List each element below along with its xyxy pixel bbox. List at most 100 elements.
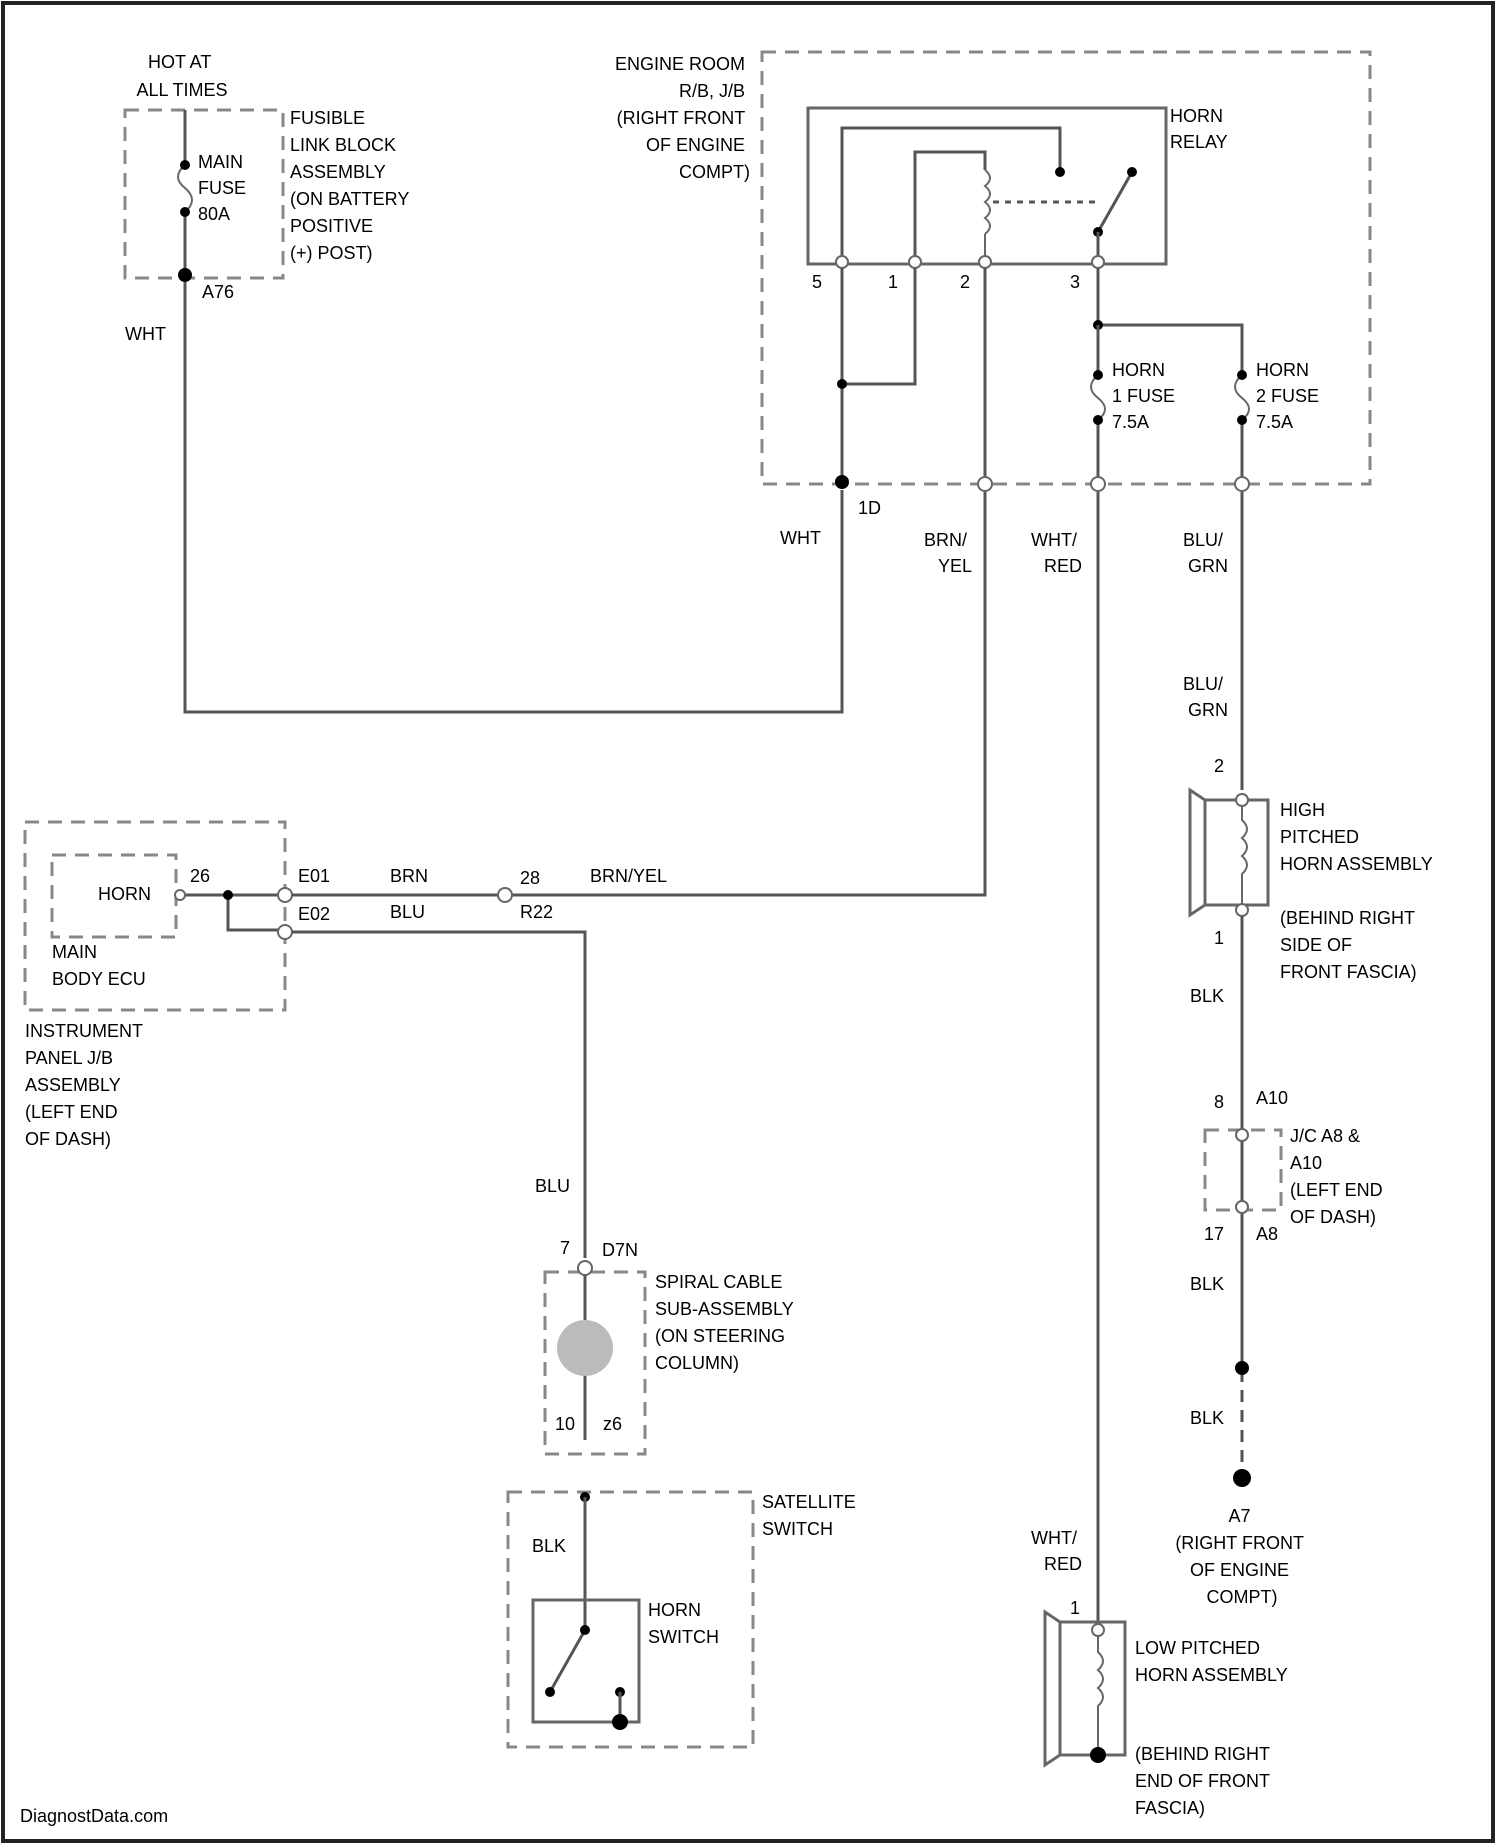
jc-top-pin-label: 8 A10 [1214, 1088, 1288, 1112]
wht-red-label-1: WHT/ RED [1031, 530, 1082, 576]
blu-grn-1-line-2: GRN [1188, 556, 1228, 576]
horn2-fuse-node-top [1237, 370, 1247, 380]
blk-label-1: BLK [1190, 986, 1224, 1006]
relay-pin-5-connector [836, 256, 848, 268]
relay-pin-1-wire [842, 268, 915, 384]
horn-relay-line-2: RELAY [1170, 132, 1228, 152]
wht-red-1-line-1: WHT/ [1031, 530, 1077, 550]
ecu-pin-26-connector [175, 890, 185, 900]
wht-wire [185, 282, 842, 712]
main-fuse-line-2: FUSE [198, 178, 246, 198]
low-horn-body-icon [1045, 1612, 1125, 1765]
satellite-line-2: SWITCH [762, 1519, 833, 1539]
horn1-exit-connector [1091, 477, 1105, 491]
connector-1d-label: 1D [858, 498, 881, 518]
high-horn-line-3: HORN ASSEMBLY [1280, 854, 1433, 874]
horn1-fuse-symbol [1091, 375, 1105, 420]
fusible-line-2: LINK BLOCK [290, 135, 396, 155]
main-body-ecu-line-2: BODY ECU [52, 969, 146, 989]
blk-label-4: BLK [532, 1536, 566, 1556]
brn-yel-vertical-label: BRN/ YEL [924, 530, 972, 576]
ip-jb-line-5: OF DASH) [25, 1129, 111, 1149]
brn-yel-horizontal-label: BRN/YEL [590, 866, 667, 886]
main-body-ecu-label: MAIN BODY ECU [52, 942, 146, 989]
horn1-fuse-line-3: 7.5A [1112, 412, 1149, 432]
relay-contact-moving [1127, 167, 1137, 177]
horn2-fuse-line-3: 7.5A [1256, 412, 1293, 432]
high-horn-pin-1-connector [1236, 904, 1248, 916]
wht-wire-label-2: WHT [780, 528, 821, 548]
low-horn-label: LOW PITCHED HORN ASSEMBLY [1135, 1638, 1288, 1685]
jc-label: J/C A8 & A10 (LEFT END OF DASH) [1290, 1126, 1388, 1227]
main-fuse-node-bottom [180, 207, 190, 217]
low-horn-location: (BEHIND RIGHT END OF FRONT FASCIA) [1135, 1744, 1275, 1818]
engine-room-line-5: COMPT) [679, 162, 750, 182]
ip-jb-line-4: (LEFT END [25, 1102, 118, 1122]
relay-pin-1-connector [909, 256, 921, 268]
low-horn-ground-node [1090, 1747, 1106, 1763]
hot-line-1: HOT AT [148, 52, 211, 72]
engine-room-line-3: (RIGHT FRONT [617, 108, 746, 128]
blk-splice-node [1235, 1361, 1249, 1375]
main-body-ecu-line-1: MAIN [52, 942, 97, 962]
relay-pin-3-wire [1098, 268, 1242, 375]
brn-yel-wire [505, 492, 985, 895]
horn2-fuse-line-2: 2 FUSE [1256, 386, 1319, 406]
high-horn-label: HIGH PITCHED HORN ASSEMBLY [1280, 800, 1433, 874]
e02-label: E02 [298, 904, 330, 924]
horn-relay-box [808, 108, 1166, 264]
wht-red-2-line-1: WHT/ [1031, 1528, 1077, 1548]
spiral-cable-label: SPIRAL CABLE SUB-ASSEMBLY (ON STEERING C… [655, 1272, 798, 1373]
d7n-label: D7N [602, 1240, 638, 1260]
fusible-line-1: FUSIBLE [290, 108, 365, 128]
horn1-fuse-label: HORN 1 FUSE 7.5A [1112, 360, 1180, 432]
blu-wire-label-vertical: BLU [535, 1176, 570, 1196]
e01-connector [278, 888, 292, 902]
junction-connector: 8 A10 J/C A8 & A10 (LEFT END OF DASH) 17… [1204, 1088, 1388, 1244]
relay-pins: 5 1 2 3 [812, 256, 1104, 292]
low-horn-coil-symbol [1098, 1636, 1103, 1752]
spiral-bottom-pins: 10 z6 [555, 1414, 622, 1434]
brn-wire-label: BRN [390, 866, 428, 886]
jc-bottom-pin: 17 [1204, 1224, 1224, 1244]
jc-top-conn: A10 [1256, 1088, 1288, 1108]
jc-top-pin: 8 [1214, 1092, 1224, 1112]
fusible-line-5: POSITIVE [290, 216, 373, 236]
low-horn-pin-1-label: 1 [1070, 1598, 1080, 1618]
low-horn-loc-line-1: (BEHIND RIGHT [1135, 1744, 1270, 1764]
a76-label: A76 [202, 282, 234, 302]
high-horn-loc-line-3: FRONT FASCIA) [1280, 962, 1417, 982]
fusible-line-3: ASSEMBLY [290, 162, 386, 182]
jc-line-1: J/C A8 & [1290, 1126, 1360, 1146]
satellite-switch-label: SATELLITE SWITCH [762, 1492, 861, 1539]
satellite-line-1: SATELLITE [762, 1492, 856, 1512]
spiral-line-2: SUB-ASSEMBLY [655, 1299, 794, 1319]
horn2-fuse-symbol [1235, 375, 1249, 420]
pin-28-label: 28 [520, 868, 540, 888]
horn-relay-line-1: HORN [1170, 106, 1223, 126]
low-horn-loc-line-3: FASCIA) [1135, 1798, 1205, 1818]
engine-room-line-2: R/B, J/B [679, 81, 745, 101]
spiral-line-3: (ON STEERING [655, 1326, 785, 1346]
horn-switch-line-2: SWITCH [648, 1627, 719, 1647]
blk-label-3: BLK [1190, 1408, 1224, 1428]
spiral-line-4: COLUMN) [655, 1353, 739, 1373]
e02-connector [278, 925, 292, 939]
ecu-internal-node [223, 890, 233, 900]
relay-pin-2-label: 2 [960, 272, 970, 292]
instrument-panel-jb-label: INSTRUMENT PANEL J/B ASSEMBLY (LEFT END … [25, 1021, 148, 1149]
high-pitched-horn: BLU/ GRN 2 HIGH PITCHED HORN ASSEMBLY (B… [1183, 674, 1433, 982]
high-horn-location: (BEHIND RIGHT SIDE OF FRONT FASCIA) [1280, 908, 1420, 982]
blu-wire [292, 932, 585, 1258]
jc-line-2: A10 [1290, 1153, 1322, 1173]
engine-room-line-4: OF ENGINE [646, 135, 745, 155]
blk-label-2: BLK [1190, 1274, 1224, 1294]
blu-grn-1-line-1: BLU/ [1183, 530, 1223, 550]
ecu-pin-26-label: 26 [190, 866, 210, 886]
horn2-fuse-label: HORN 2 FUSE 7.5A [1256, 360, 1324, 432]
low-horn-pin-connector [1092, 1624, 1104, 1636]
relay-pin-3-connector [1092, 256, 1104, 268]
spiral-cable-icon [557, 1320, 613, 1376]
spiral-cable: 7 D7N 10 z6 SPIRAL CABLE SUB-ASSEMBLY (O… [545, 1238, 798, 1454]
